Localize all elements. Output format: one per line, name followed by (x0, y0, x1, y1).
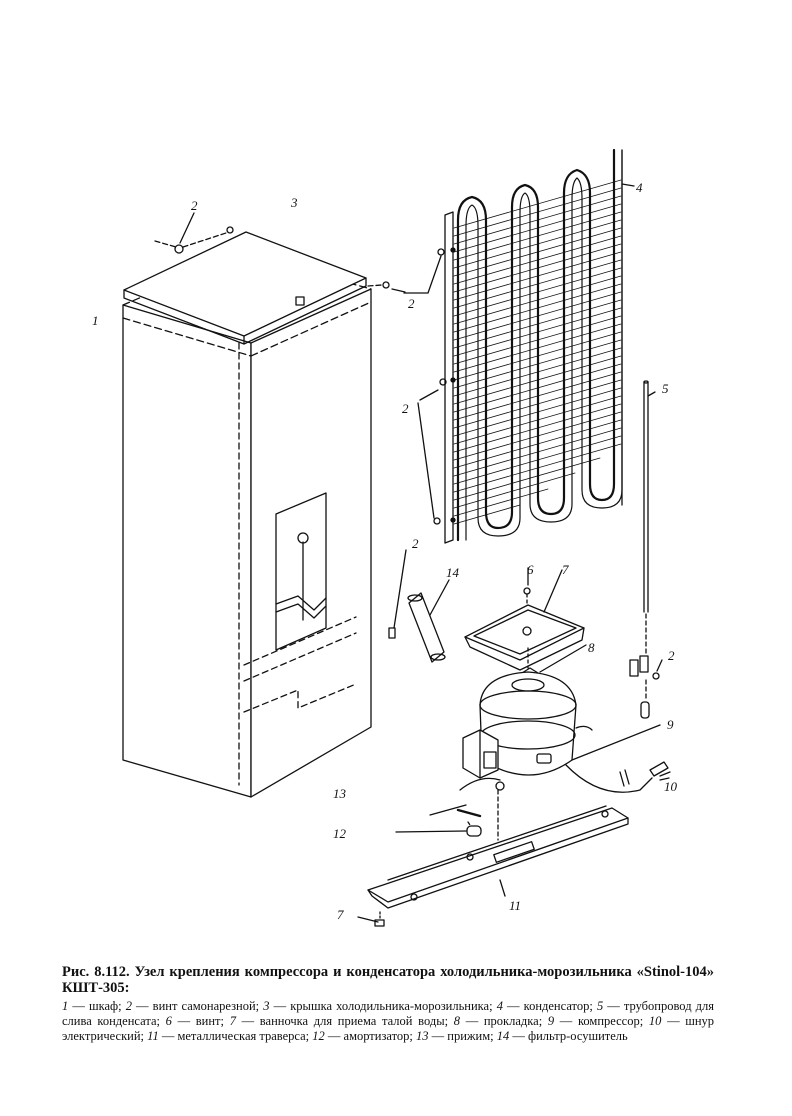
label-condenser: 4 (636, 180, 643, 195)
legend-text: — конденсатор; (502, 999, 593, 1013)
legend-number: 6 (165, 1014, 172, 1028)
legend-entry: 3 — крышка холодильника-морозильника; (263, 999, 492, 1013)
legend-entry: 8 — прокладка; (454, 1014, 542, 1028)
legend-text: — прокладка; (460, 1014, 543, 1028)
label-compressor: 9 (667, 717, 674, 732)
legend-number: 13 (416, 1029, 429, 1043)
legend-entry: 11 — металлическая траверса; (147, 1029, 309, 1043)
part-labels: 1 2 3 2 2 4 5 2 14 6 7 8 2 9 10 13 12 11… (92, 180, 678, 922)
exploded-assembly-drawing: 1 2 3 2 2 4 5 2 14 6 7 8 2 9 10 13 12 11… (92, 148, 678, 927)
label-gasket: 8 (588, 640, 595, 655)
legend-number: 8 (453, 1014, 461, 1028)
legend-text: — ванночка для приема талой воды; (235, 1014, 449, 1028)
legend-entry: 9 — компрессор; (548, 1014, 643, 1028)
caption-legend: 1 — шкаф; 2 — винт самонарезной; 3 — кры… (62, 999, 714, 1044)
screws-top-drawing (154, 212, 406, 293)
legend-entry: 5 — трубопровод для слива конденсата; (62, 999, 714, 1028)
legend-entry: 6 — винт; (166, 1014, 224, 1028)
legend-entry: 7 — ванночка для приема талой воды; (230, 1014, 448, 1028)
label-drip-tray: 7 (562, 562, 569, 577)
legend-text: — шнур электрический; (62, 1014, 715, 1043)
legend-entry: 10 — шнур электрический; (62, 1014, 714, 1043)
label-filter-dryer: 14 (446, 565, 460, 580)
label-cabinet: 1 (92, 313, 99, 328)
legend-number: 14 (496, 1029, 510, 1043)
legend-text: — фильтр-осушитель (509, 1029, 628, 1043)
label-screw-filter: 2 (412, 536, 419, 551)
label-shock-absorber: 12 (333, 826, 347, 841)
legend-entry: 4 — конденсатор; (497, 999, 593, 1013)
legend-number: 9 (547, 1014, 555, 1028)
drip-tray-drawing (464, 567, 587, 679)
legend-entry: 2 — винт самонарезной; (126, 999, 259, 1013)
label-screw-top-right: 2 (408, 296, 415, 311)
drain-pipe-drawing (629, 380, 663, 719)
legend-number: 2 (125, 999, 132, 1013)
legend-text: — крышка холодильника-морозильника; (269, 999, 493, 1013)
legend-number: 4 (496, 999, 503, 1013)
legend-entry: 13 — прижим; (416, 1029, 494, 1043)
legend-entry: 12 — амортизатор; (312, 1029, 413, 1043)
legend-number: 11 (147, 1029, 159, 1043)
legend-text: — компрессор; (554, 1014, 644, 1028)
label-drain-pipe: 5 (662, 381, 669, 396)
legend-number: 10 (648, 1014, 662, 1028)
compressor-drawing (459, 671, 671, 793)
legend-number: 7 (229, 1014, 236, 1028)
legend-text: — шкаф; (68, 999, 122, 1013)
label-clamp: 13 (333, 786, 347, 801)
label-screw-bottom: 7 (337, 907, 344, 922)
top-cover-drawing (123, 231, 367, 345)
label-screw-condenser: 2 (402, 401, 409, 416)
legend-number: 12 (312, 1029, 325, 1043)
legend-number: 5 (596, 999, 604, 1013)
label-power-cord: 10 (664, 779, 678, 794)
label-crossbar: 11 (509, 898, 521, 913)
legend-number: 3 (263, 999, 270, 1013)
mount-parts-drawing (357, 781, 629, 927)
label-top-cover: 3 (290, 195, 298, 210)
legend-text: — винт самонарезной; (131, 999, 260, 1013)
figure-caption: Рис. 8.112. Узел крепления компрессора и… (62, 964, 714, 1044)
label-screw-pipe: 2 (668, 648, 675, 663)
condenser-drawing (403, 148, 635, 544)
legend-text: — металлическая траверса; (158, 1029, 310, 1043)
caption-title: Рис. 8.112. Узел крепления компрессора и… (62, 964, 714, 996)
screw-filter-drawing (388, 549, 407, 639)
filter-dryer-drawing (407, 579, 450, 663)
legend-entry: 14 — фильтр-осушитель (497, 1029, 628, 1043)
legend-text: — прижим; (428, 1029, 494, 1043)
label-screw-top-left: 2 (191, 198, 198, 213)
legend-number: 1 (62, 999, 69, 1013)
legend-text: — амортизатор; (324, 1029, 413, 1043)
legend-text: — винт; (171, 1014, 224, 1028)
legend-entry: 1 — шкаф; (62, 999, 122, 1013)
legend-text: — трубопровод для слива конденсата; (62, 999, 715, 1028)
cabinet-drawing (122, 253, 372, 798)
label-screw-tray: 6 (527, 562, 534, 577)
